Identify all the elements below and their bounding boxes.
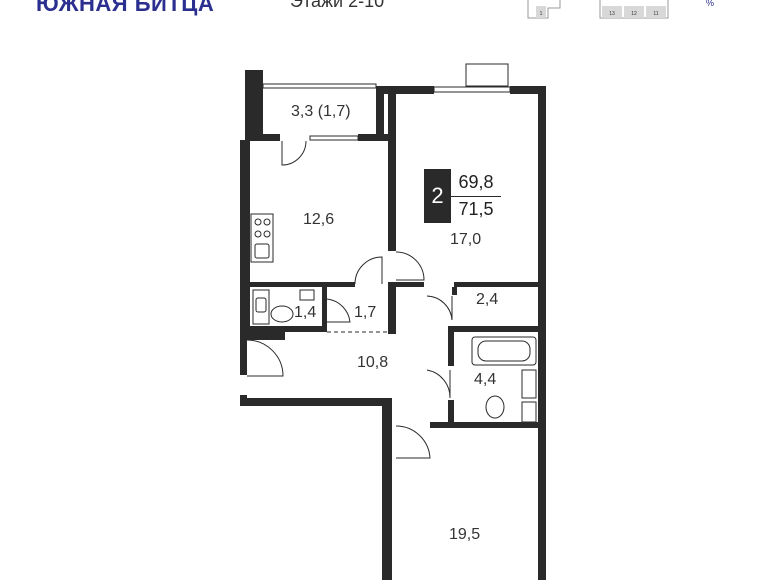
bathtub (471, 336, 537, 366)
stove-burner (254, 218, 262, 226)
key-plan-building-left (527, 0, 561, 19)
wall-wc-right (322, 287, 327, 332)
room-count: 2 (424, 169, 451, 223)
door-entrance (246, 339, 284, 377)
door-storage (326, 298, 351, 323)
brand-logo-text: ЮЖНАЯ БИТЦА (36, 0, 215, 16)
wall-top-living-b (510, 86, 546, 94)
door-wardrobe (426, 295, 453, 321)
total-area-value: 71,5 (458, 199, 494, 220)
wc-sink (255, 297, 267, 313)
bathroom-sink (521, 369, 537, 399)
key-plan-label-11: 11 (653, 11, 658, 17)
wall-living-bottom-a (396, 282, 424, 287)
wall-left-jog (240, 332, 285, 340)
key-plan-section-11 (646, 6, 666, 18)
wall-balcony-right (376, 86, 384, 136)
wall-bottom-hall (240, 398, 390, 406)
bathtub-inner (477, 340, 531, 362)
living-area-value: 69,8 (451, 169, 501, 197)
wall-bath-bottom (430, 422, 542, 428)
wc-sink-counter (252, 289, 270, 325)
bedroom-area: 19,5 (449, 526, 481, 543)
kitchen-sink (254, 243, 270, 259)
wall-living-bottom-b (454, 282, 542, 287)
key-plan-section-13 (602, 6, 622, 18)
key-plan: 1 13 12 11 % (527, 0, 714, 19)
floors-label: Этажи 2-10 (290, 0, 385, 11)
door-balcony (281, 140, 307, 166)
wc-cabinet (299, 289, 315, 301)
wall-bath-left-a (448, 332, 454, 366)
living-room-area: 17,0 (450, 231, 482, 248)
door-living (395, 251, 425, 281)
wall-right (538, 86, 546, 580)
door-bedroom (395, 425, 431, 459)
wall-storage-right (388, 282, 396, 334)
key-plan-label-12: 12 (631, 11, 637, 17)
stove-burner (263, 230, 271, 238)
area-values: 69,8 71,5 (451, 169, 501, 223)
wall-wardrobe-bottom (448, 326, 542, 332)
wall-wc-bottom (250, 326, 322, 332)
wall-balcony-bottom-a (250, 134, 280, 141)
key-plan-section-1 (536, 6, 546, 18)
key-plan-mark: % (706, 0, 714, 8)
key-plan-label-1: 1 (540, 11, 543, 17)
wall-left-hall (240, 340, 247, 375)
wall-kitchen-bottom (250, 282, 355, 287)
key-plan-label-13: 13 (609, 11, 615, 17)
apartment-badge: 2 69,8 71,5 (424, 169, 501, 223)
wall-balcony-bottom-b (358, 134, 392, 141)
key-plan-section-12 (624, 6, 644, 18)
storage-area: 1,7 (354, 304, 377, 321)
bathroom-area: 4,4 (474, 371, 497, 388)
wall-top-living-a (384, 86, 434, 94)
wardrobe-area: 2,4 (476, 291, 499, 308)
stove-burner (254, 230, 262, 238)
kitchen-area: 12,6 (303, 211, 335, 228)
window-balcony-door (309, 135, 359, 141)
door-bathroom (426, 369, 451, 399)
kitchen-counter (250, 213, 274, 263)
wall-left-bedroom (382, 398, 392, 580)
wall-left-balcony (245, 70, 263, 140)
ac-unit (465, 63, 509, 87)
bathroom-cabinet (521, 401, 537, 423)
bathroom-toilet (485, 395, 505, 419)
hall-area: 10,8 (357, 354, 389, 371)
door-kitchen (354, 256, 383, 285)
window-living (433, 86, 511, 93)
wall-kitchen-living (388, 94, 396, 251)
stove-burner (263, 218, 271, 226)
window-balcony (262, 83, 377, 89)
wc-area: 1,4 (294, 304, 317, 321)
wall-left-kitchen (240, 140, 250, 332)
wall-bath-left-b (448, 400, 454, 428)
wall-wardrobe-left (452, 287, 457, 295)
balcony-area: 3,3 (1,7) (291, 103, 351, 120)
wc-toilet (270, 305, 294, 323)
